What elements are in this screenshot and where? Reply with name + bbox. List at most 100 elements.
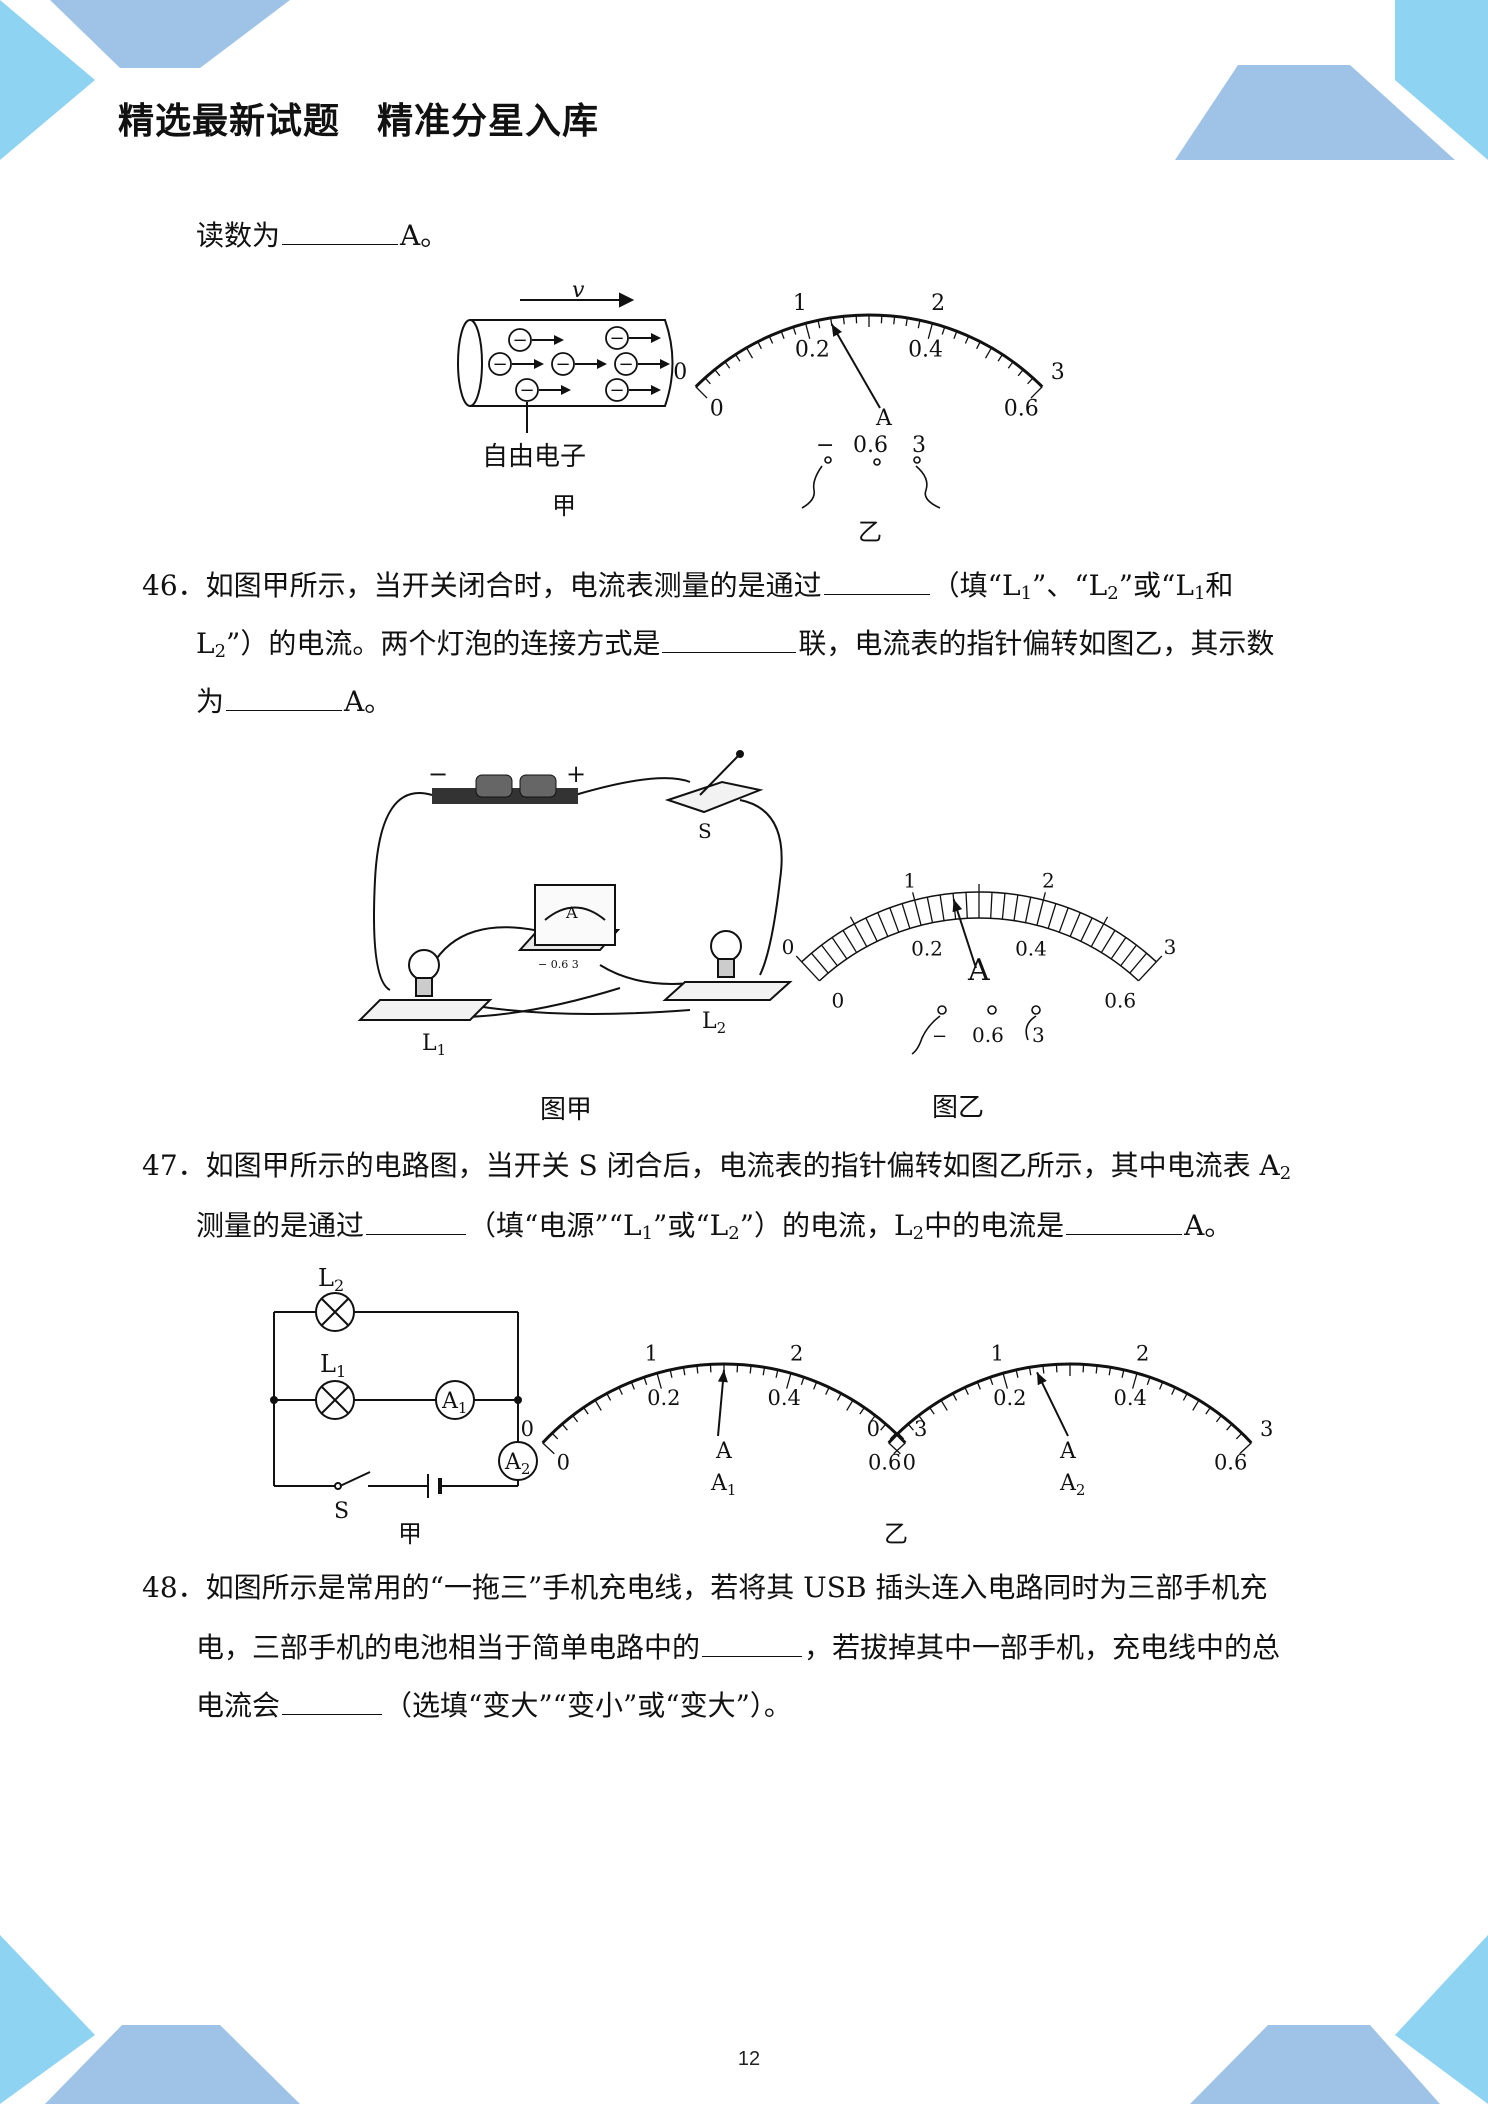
- q48-line1: 48．如图所示是常用的“一拖三”手机充电线，若将其 USB 插头连入电路同时为三…: [142, 1571, 1268, 1604]
- circuit-diagram: [270, 1292, 538, 1498]
- meter1-letter: A: [715, 1439, 733, 1464]
- dial-tick: [1042, 1365, 1045, 1374]
- battery-plus: +: [566, 760, 586, 788]
- dial-tick: [1239, 1442, 1252, 1455]
- dial-tick: [825, 1387, 830, 1395]
- scale-label-top: 3: [1260, 1417, 1273, 1441]
- needle-head: [952, 899, 963, 913]
- dial-tick: [939, 894, 945, 921]
- dial-tick: [780, 331, 785, 339]
- ammeter1-symbol: A1: [441, 1389, 467, 1417]
- dial-tick: [749, 1365, 752, 1374]
- dial-tick: [795, 955, 820, 982]
- dial-tick: [1129, 952, 1148, 974]
- dial-tick: [792, 326, 797, 335]
- scale-label-top: 0: [867, 1417, 880, 1441]
- device-terminals: − 0.6 3: [538, 958, 579, 971]
- q46-line1: 46．如图甲所示，当开关闭合时，电流表测量的是通过（填“L1”、“L2”或“L1…: [142, 564, 1233, 606]
- needle-head: [717, 1370, 728, 1383]
- dial-tick: [695, 386, 708, 399]
- answer-blank[interactable]: [1066, 1204, 1183, 1235]
- dial-tick: [618, 1387, 623, 1395]
- dial-tick: [842, 930, 858, 953]
- dial-tick: [941, 326, 946, 335]
- dial-tick: [724, 361, 731, 369]
- dial-tick: [551, 1432, 559, 1440]
- dial-tick: [762, 1367, 766, 1376]
- answer-blank[interactable]: [662, 622, 797, 653]
- dial-tick: [859, 1407, 865, 1415]
- meter2-letter: A: [1059, 1439, 1077, 1464]
- scale-label-top: 3: [1164, 935, 1177, 959]
- dial-needle: [952, 898, 977, 969]
- answer-blank[interactable]: [282, 1684, 383, 1715]
- dial-tick: [918, 1415, 925, 1423]
- dial-tick: [1226, 1423, 1233, 1431]
- svg-text:−: −: [555, 354, 570, 375]
- dial-tick: [1015, 1369, 1019, 1378]
- scale-label-bottom: 0.2: [647, 1386, 680, 1410]
- device-letter: A: [565, 903, 578, 922]
- dial-tick: [1058, 907, 1069, 933]
- dial-arc: [887, 1362, 1253, 1444]
- needle-head: [831, 323, 842, 337]
- scale-label-top: 0: [521, 1417, 534, 1441]
- dial-tick: [1182, 1393, 1188, 1401]
- top-left-decoration: [0, 0, 290, 160]
- dial-tick: [643, 1377, 648, 1386]
- answer-blank[interactable]: [366, 1204, 467, 1235]
- dial-tick: [880, 1423, 887, 1431]
- svg-text:−: −: [618, 354, 633, 375]
- scale-label-top: 2: [1042, 869, 1055, 893]
- terminal-wires: [911, 1005, 1041, 1055]
- dial-tick: [984, 347, 993, 359]
- dial-tick: [1007, 361, 1014, 369]
- free-electrons: −−−−−−−: [488, 326, 670, 402]
- dial-tick: [907, 1423, 914, 1431]
- dial-tick: [817, 320, 821, 329]
- dial-tick: [917, 320, 921, 329]
- answer-blank[interactable]: [823, 564, 930, 595]
- dial-tick: [1036, 892, 1046, 926]
- dial-tick: [1017, 369, 1024, 377]
- meter1-name: A1: [710, 1471, 736, 1499]
- page-number: 12: [737, 2048, 761, 2070]
- dial-tick: [888, 1442, 901, 1455]
- terminal-minus: −: [816, 433, 834, 458]
- top-right-decoration: [1175, 0, 1488, 160]
- dial-tick: [1235, 1432, 1243, 1440]
- dial-tick: [1121, 1369, 1125, 1378]
- q47-line1: 47．如图甲所示的电路图，当开关 S 闭合后，电流表的指针偏转如图乙所示，其中电…: [142, 1149, 1292, 1184]
- lamp2-label: L2: [318, 1264, 344, 1295]
- terminal-0-6: 0.6: [853, 433, 888, 458]
- meter-letter: A: [875, 406, 893, 431]
- scale-label-top: 1: [793, 291, 807, 316]
- dial-tick: [1095, 1365, 1098, 1374]
- electron: −: [605, 378, 661, 402]
- velocity-label: v: [572, 278, 585, 303]
- dial-tick: [849, 916, 868, 947]
- dial-tick: [1028, 1367, 1032, 1376]
- answer-blank[interactable]: [282, 214, 399, 245]
- scale-label-bottom: 0.6: [1004, 396, 1039, 421]
- caption-jia: 甲: [398, 1520, 422, 1548]
- caption-figure-yi: 图乙: [932, 1093, 984, 1123]
- dial-tick: [656, 1373, 662, 1389]
- dial-arc: [541, 1362, 907, 1444]
- scale-label-bottom: 0.2: [993, 1386, 1026, 1410]
- dial-tick: [842, 316, 845, 325]
- answer-blank[interactable]: [226, 680, 343, 711]
- dial-tick: [606, 1393, 612, 1401]
- q48-line2: 电，三部手机的电池相当于简单电路中的，若拔掉其中一部手机，充电线中的总: [196, 1626, 1280, 1668]
- dial-tick: [1030, 386, 1043, 399]
- scale-label-bottom: 0: [710, 396, 724, 421]
- dial-tick: [1047, 903, 1057, 929]
- answer-blank[interactable]: [702, 1626, 803, 1657]
- dial-tick: [1215, 1415, 1222, 1423]
- wire-with-electrons: [457, 292, 674, 407]
